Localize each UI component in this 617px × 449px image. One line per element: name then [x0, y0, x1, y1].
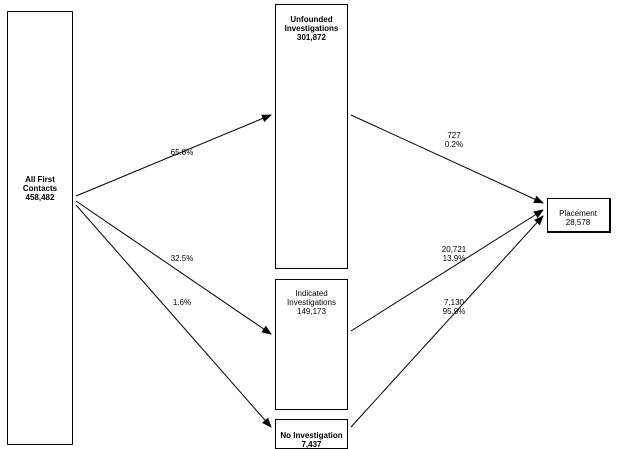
unfounded-line1: Unfounded — [290, 15, 333, 24]
edge-label-all-to-none: 1.6% — [164, 298, 200, 307]
indicated-investigations-label: Indicated Investigations 149,173 — [276, 289, 347, 316]
edge-label-all-to-indicated: 32.5% — [164, 254, 200, 263]
indicated-line2: Investigations — [287, 298, 336, 307]
indicated-investigations-box — [275, 279, 348, 410]
unfounded-value: 301,872 — [297, 33, 326, 42]
no-investigation-value: 7,437 — [301, 440, 322, 449]
edge-label-none-to-placement: 7,130 95.9% — [434, 298, 474, 316]
count-unfounded-to-placement: 727 — [447, 131, 461, 140]
edge-label-indicated-to-placement: 20,721 13.9% — [434, 245, 474, 263]
edge-label-unfounded-to-placement: 727 0.2% — [434, 131, 474, 149]
no-investigation-label: No Investigation 7,437 — [276, 431, 347, 449]
pct-none-to-placement: 95.9% — [442, 307, 466, 316]
pct-indicated-to-placement: 13.9% — [442, 254, 466, 263]
placement-box — [547, 198, 611, 233]
pct-unfounded-to-placement: 0.2% — [444, 140, 464, 149]
all-first-contacts-value: 458,482 — [25, 193, 55, 202]
placement-label: Placement 28,578 — [548, 209, 608, 227]
arrow-indicated-to-placement — [350, 209, 544, 332]
indicated-line1: Indicated — [295, 289, 328, 298]
arrow-none-to-placement — [350, 215, 544, 428]
all-first-contacts-line2: Contacts — [22, 184, 58, 193]
arrow-all-to-none — [75, 204, 272, 428]
pct-all-to-unfounded: 65.8% — [170, 148, 194, 157]
count-none-to-placement: 7,130 — [443, 298, 465, 307]
placement-line1: Placement — [559, 209, 597, 218]
pct-all-to-indicated: 32.5% — [170, 254, 194, 263]
all-first-contacts-line1: All First — [25, 175, 55, 184]
all-first-contacts-label: All First Contacts 458,482 — [14, 175, 66, 202]
all-first-contacts-box — [7, 11, 73, 445]
no-investigation-line1: No Investigation — [280, 431, 343, 440]
arrow-all-to-indicated — [75, 200, 272, 335]
unfounded-investigations-label: Unfounded Investigations 301,872 — [276, 15, 347, 42]
edge-label-all-to-unfounded: 65.8% — [164, 148, 200, 157]
no-investigation-box — [275, 419, 348, 449]
unfounded-line2: Investigations — [284, 24, 339, 33]
arrow-all-to-unfounded — [75, 114, 272, 197]
indicated-value: 149,173 — [297, 307, 326, 316]
unfounded-investigations-box — [275, 4, 348, 269]
pct-all-to-none: 1.6% — [172, 298, 192, 307]
arrow-unfounded-to-placement — [350, 114, 544, 204]
placement-value: 28,578 — [565, 218, 591, 227]
count-indicated-to-placement: 20,721 — [441, 245, 467, 254]
